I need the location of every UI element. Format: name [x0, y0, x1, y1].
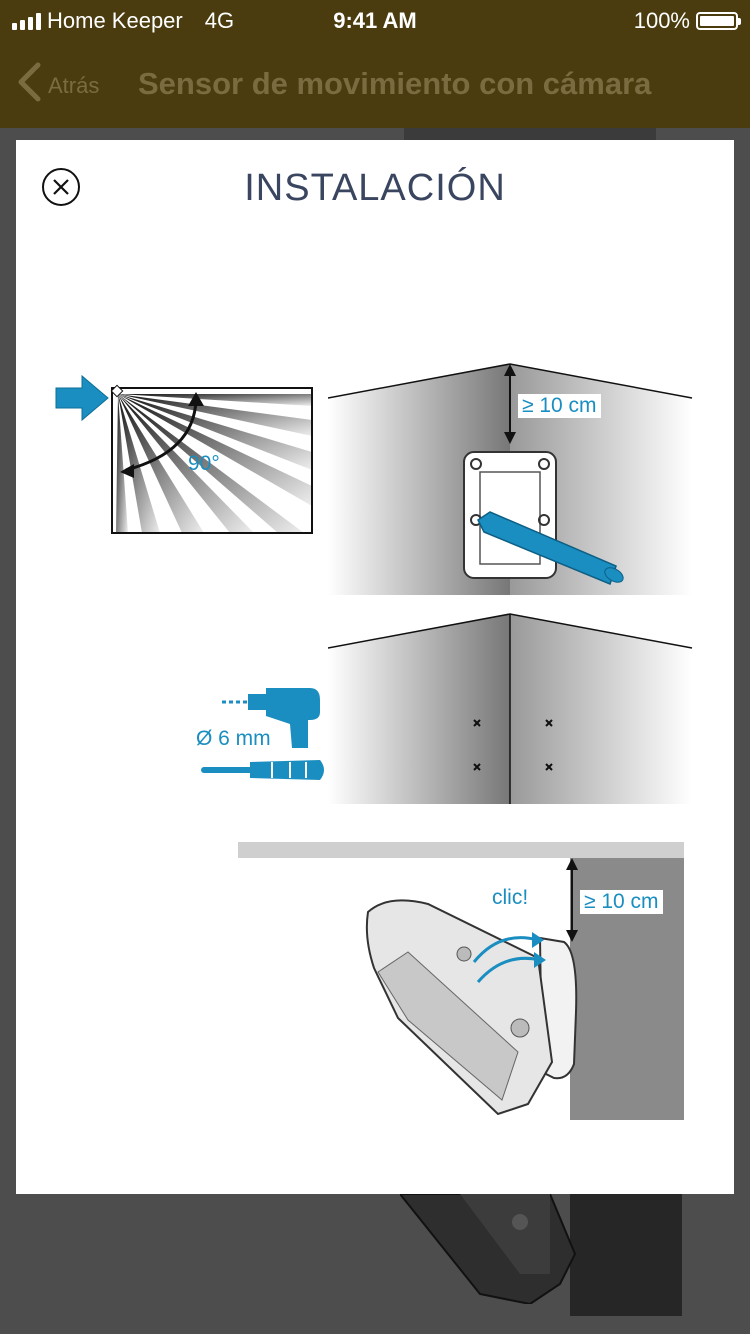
chevron-left-icon	[18, 62, 41, 102]
back-button[interactable]: Atrás	[16, 62, 99, 102]
sensor-attach-diagram	[238, 842, 684, 1120]
battery-icon	[696, 12, 741, 30]
detection-angle-diagram	[55, 374, 313, 534]
arrow-right-icon	[55, 374, 109, 422]
back-label: Atrás	[48, 73, 100, 98]
battery-percent: 100%	[633, 8, 690, 33]
background-content	[404, 128, 656, 140]
close-button[interactable]	[42, 168, 80, 206]
installation-modal: INSTALACIÓN 90°	[16, 140, 734, 1194]
close-icon	[53, 179, 69, 195]
navigation-bar: Atrás Sensor de movimiento con cámara	[0, 40, 750, 128]
clearance-label-top: ≥ 10 cm	[518, 394, 601, 418]
carrier-name: Home Keeper	[47, 8, 183, 33]
drill-icon	[222, 688, 320, 748]
signal-icon	[12, 12, 41, 30]
click-label: clic!	[492, 886, 529, 909]
network-type: 4G	[204, 8, 235, 33]
wall-bracket-diagram	[328, 363, 693, 595]
battery-status: 100%	[633, 8, 741, 34]
clearance-label-bottom: ≥ 10 cm	[580, 890, 663, 914]
status-bar: Home Keeper 4G 9:41 AM 100%	[0, 0, 750, 40]
angle-label: 90°	[188, 452, 220, 475]
background-device-image	[400, 1194, 577, 1304]
background-wall	[570, 1194, 682, 1316]
status-time: 9:41 AM	[333, 8, 417, 33]
drill-size-label: Ø 6 mm	[196, 727, 271, 750]
modal-title: INSTALACIÓN	[244, 167, 506, 209]
wall-drill-marks-diagram	[328, 613, 693, 804]
page-title: Sensor de movimiento con cámara	[138, 66, 652, 101]
carrier-info: Home Keeper 4G	[12, 8, 234, 34]
